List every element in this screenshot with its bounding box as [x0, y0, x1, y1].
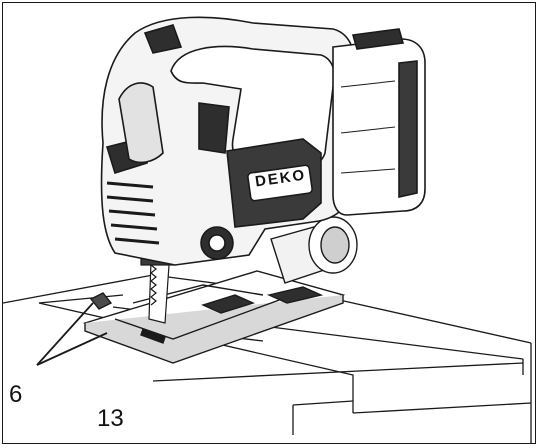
diagram-frame: DEKO 6 13	[2, 2, 536, 444]
base-plate	[82, 270, 346, 364]
dust-port	[270, 216, 358, 284]
callout-label-13: 13	[97, 405, 124, 432]
saw-body	[100, 16, 356, 266]
battery-pack	[332, 28, 426, 216]
callout-6-leaders	[36, 302, 108, 366]
jigsaw-illustration	[3, 16, 532, 443]
callout-label-6: 6	[9, 381, 23, 408]
